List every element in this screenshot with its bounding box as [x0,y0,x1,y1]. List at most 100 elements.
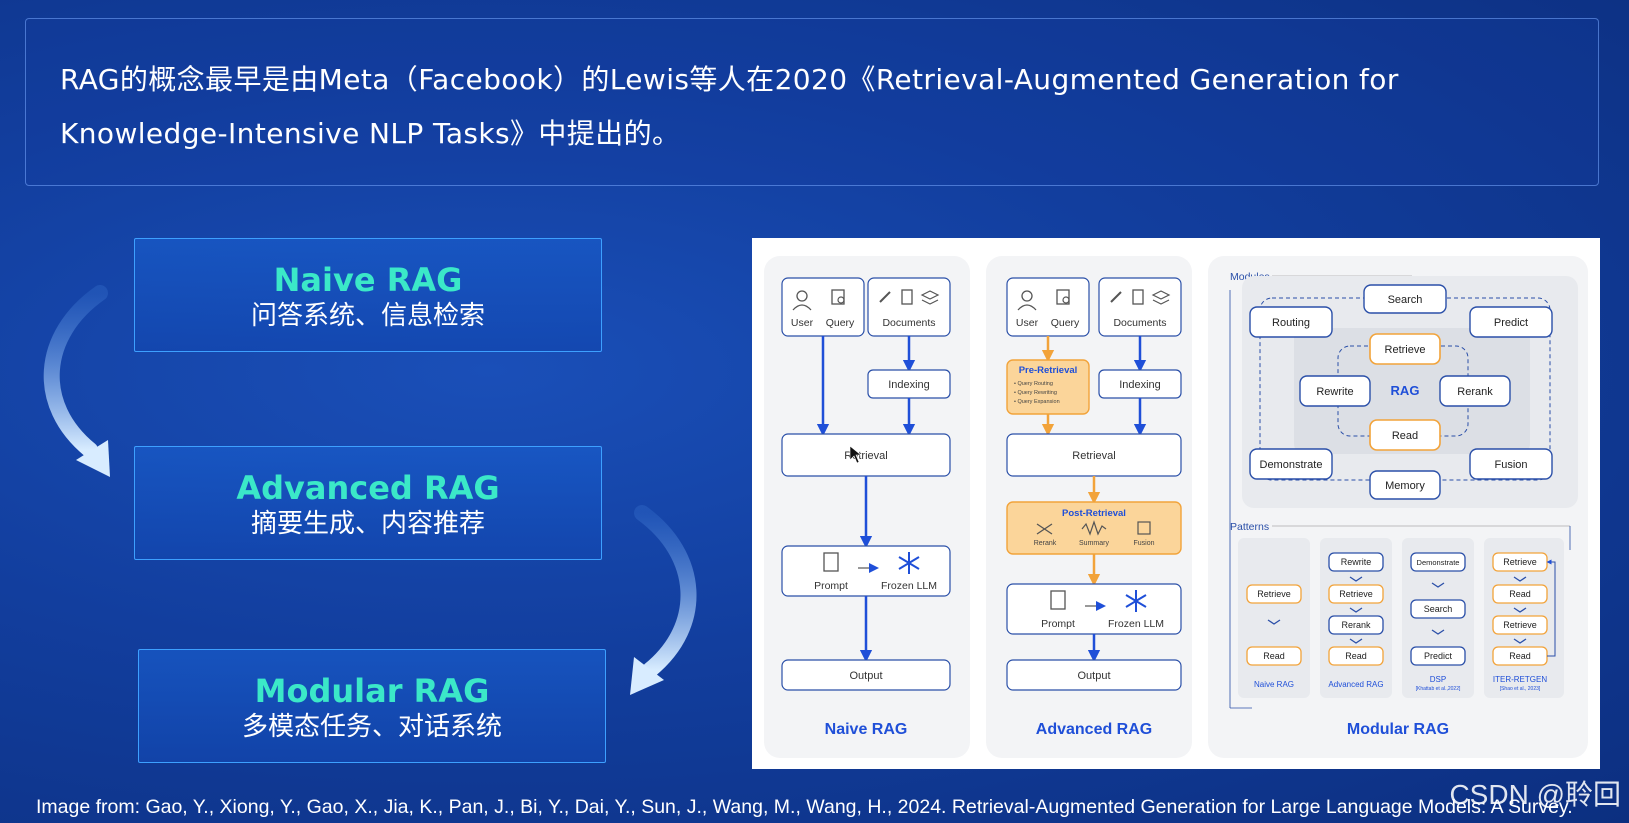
pattern-citation: [Shao et al., 2023] [1500,686,1541,692]
layers-icon [920,290,940,305]
naive-output-label: Output [849,670,882,682]
adv-indexing-label: Indexing [1119,379,1161,391]
chevron-down-icon [1349,576,1363,582]
document-icon [1132,289,1144,305]
module-rewrite: Rewrite [1316,386,1353,398]
module-search: Search [1388,294,1423,306]
snowflake-icon [898,552,920,574]
adv-prompt-label: Prompt [1041,618,1075,630]
intro-line-1: RAG的概念最早是由Meta（Facebook）的Lewis等人在2020《Re… [60,63,1399,96]
stage-subtitle: 摘要生成、内容推荐 [250,509,485,539]
advanced-column: User Query Documents Pre-Retrieval • Que… [986,256,1192,758]
pattern-step: Search [1424,604,1453,614]
stage-subtitle: 多模态任务、对话系统 [241,712,502,742]
pattern-step: Rewrite [1341,557,1372,567]
pre-retrieval-label: Pre-Retrieval [1019,365,1078,376]
stage-title: Advanced RAG [236,469,500,507]
pattern-step: Read [1345,651,1367,661]
pattern-step: Predict [1424,651,1453,661]
post-retrieval-label: Post-Retrieval [1062,508,1126,519]
stage-title: Naive RAG [273,261,463,299]
chevron-down-icon [1349,638,1363,644]
loop-arrow-icon [1546,559,1556,657]
pattern-name: DSP [1430,675,1446,684]
post-retrieval-item: Rerank [1034,540,1057,547]
prompt-icon [823,552,839,572]
pattern-step: Retrieve [1503,620,1537,630]
chevron-down-icon [1431,629,1445,635]
adv-output-label: Output [1077,670,1110,682]
naive-user-label: User [791,317,814,329]
pre-retrieval-item: • Query Expansion [1014,399,1060,405]
pattern-step: Retrieve [1339,589,1373,599]
pattern-name: ITER-RETGEN [1493,675,1547,684]
naive-prompt-label: Prompt [814,580,848,592]
module-predict: Predict [1494,317,1528,329]
pre-retrieval-item: • Query Rewriting [1014,390,1057,396]
naive-documents-label: Documents [882,317,935,329]
adv-query-label: Query [1051,317,1080,329]
csdn-watermark: CSDN @聆回 [1449,779,1621,810]
module-routing: Routing [1272,317,1310,329]
module-retrieve: Retrieve [1385,344,1426,356]
query-icon [1056,289,1070,305]
module-read: Read [1392,430,1418,442]
link-icon [879,291,891,303]
patterns-section-label: Patterns [1230,521,1269,533]
post-retrieval-item: Summary [1079,540,1109,547]
pattern-name: Advanced RAG [1328,680,1383,689]
adv-retrieval-label: Retrieval [1072,450,1115,462]
module-memory: Memory [1385,480,1425,492]
pattern-step: Read [1509,651,1531,661]
layers-icon [1151,290,1171,305]
chevron-down-icon [1513,576,1527,582]
naive-query-label: Query [826,317,855,329]
naive-column: User Query Documents Indexing Retrieval … [764,256,970,758]
pattern-step: Retrieve [1257,589,1291,599]
chevron-down-icon [1349,607,1363,613]
naive-llm-label: Frozen LLM [881,580,937,592]
fusion-icon [1137,521,1151,535]
advanced-column-title: Advanced RAG [1036,721,1152,738]
module-rerank: Rerank [1457,386,1493,398]
modular-column-title: Modular RAG [1347,721,1449,738]
pattern-step: Rerank [1341,620,1371,630]
module-rag-center: RAG [1391,383,1420,398]
chevron-down-icon [1513,607,1527,613]
intro-box: RAG的概念最早是由Meta（Facebook）的Lewis等人在2020《Re… [25,18,1599,186]
intro-line-2: Knowledge-Intensive NLP Tasks》中提出的。 [60,117,681,150]
stage-advanced-rag: Advanced RAG 摘要生成、内容推荐 [134,446,602,560]
snowflake-icon [1125,590,1147,612]
adv-llm-label: Frozen LLM [1108,618,1164,630]
module-fusion: Fusion [1494,459,1527,471]
user-icon [792,290,812,311]
chevron-down-icon [1267,619,1281,625]
stage-subtitle: 问答系统、信息检索 [250,301,485,331]
chevron-down-icon [1431,582,1445,588]
naive-column-title: Naive RAG [825,721,908,738]
rag-paradigms-diagram: User Query Documents Indexing Retrieval … [752,238,1600,769]
query-icon [831,289,845,305]
image-citation: Image from: Gao, Y., Xiong, Y., Gao, X.,… [36,796,1573,818]
pattern-step: Demonstrate [1417,558,1460,567]
pattern-citation: [Khattab et al.,2022] [1416,686,1461,692]
mouse-cursor-icon [849,445,862,464]
stage-naive-rag: Naive RAG 问答系统、信息检索 [134,238,602,352]
user-icon [1017,290,1037,311]
stage-title: Modular RAG [254,672,490,710]
modular-column: Modules Search Routing Predict Retrieve … [1208,256,1588,758]
prompt-icon [1050,590,1066,610]
curved-arrow-down-left-icon [43,285,110,477]
document-icon [901,289,913,305]
module-demonstrate: Demonstrate [1260,459,1323,471]
chevron-down-icon [1513,638,1527,644]
pattern-step: Retrieve [1503,557,1537,567]
pattern-step: Read [1509,589,1531,599]
pattern-step: Read [1263,651,1285,661]
naive-indexing-label: Indexing [888,379,930,391]
waveform-icon [1081,520,1107,536]
post-retrieval-item: Fusion [1133,540,1154,547]
pattern-name: Naive RAG [1254,680,1294,689]
curved-arrow-down-right-icon [630,505,697,695]
adv-user-label: User [1016,317,1039,329]
